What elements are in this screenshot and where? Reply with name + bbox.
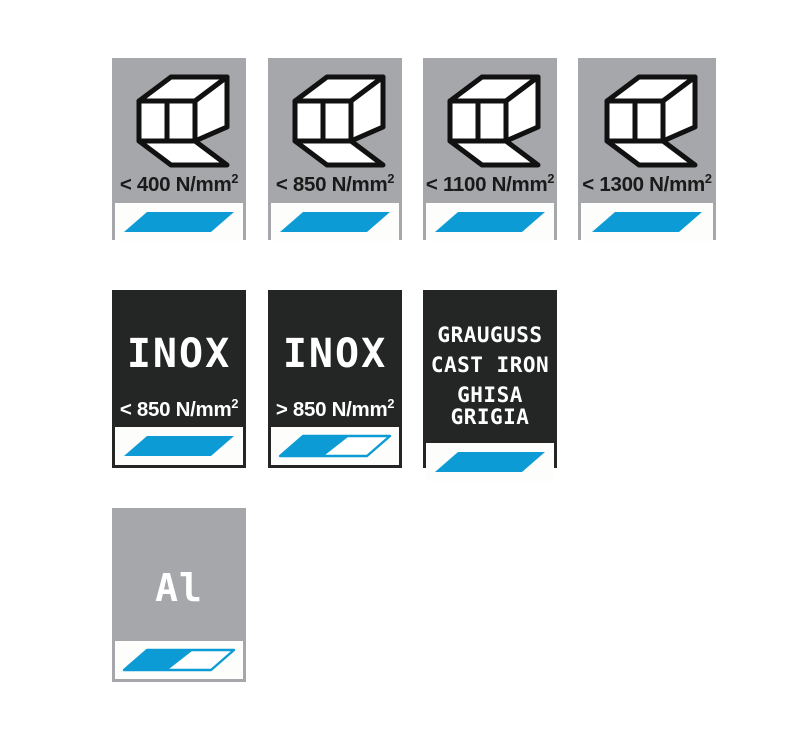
card-body: < 850 N/mm2	[271, 61, 399, 203]
strength-caption: < 1100 N/mm2	[425, 171, 555, 196]
material-label: INOX	[126, 331, 232, 377]
parallelogram-full-icon	[280, 211, 390, 232]
material-label-group: GRAUGUSS CAST IRON GHISA GRIGIA	[426, 319, 554, 436]
indicator-strip	[426, 443, 554, 482]
indicator-strip	[581, 202, 713, 241]
material-label-it: GHISA GRIGIA	[450, 383, 530, 430]
material-label: Al	[155, 566, 203, 610]
card-steel-850[interactable]: < 850 N/mm2	[268, 58, 402, 241]
parallelogram-full-icon	[592, 211, 702, 232]
card-inox-gt-850[interactable]: INOX > 850 N/mm2	[268, 290, 402, 468]
card-body: < 400 N/mm2	[115, 61, 243, 203]
indicator-strip	[115, 202, 243, 241]
indicator-strip	[426, 202, 554, 241]
i-beam-icon	[581, 67, 713, 175]
material-label-de: GRAUGUSS	[437, 323, 543, 347]
i-beam-icon	[426, 67, 554, 175]
card-cast-iron[interactable]: GRAUGUSS CAST IRON GHISA GRIGIA	[423, 290, 557, 482]
i-beam-icon	[115, 67, 243, 175]
card-body: GRAUGUSS CAST IRON GHISA GRIGIA	[426, 293, 554, 443]
indicator-strip	[115, 427, 243, 465]
card-body: INOX > 850 N/mm2	[271, 293, 399, 427]
card-inox-lt-850[interactable]: INOX < 850 N/mm2	[112, 290, 246, 468]
card-body: < 1300 N/mm2	[581, 61, 713, 203]
indicator-strip	[271, 202, 399, 241]
card-steel-400[interactable]: < 400 N/mm2	[112, 58, 246, 241]
indicator-strip	[115, 641, 243, 679]
strength-caption: > 850 N/mm2	[275, 395, 395, 421]
strength-caption: < 400 N/mm2	[119, 171, 239, 196]
card-body: Al	[115, 511, 243, 641]
parallelogram-full-icon	[435, 452, 545, 473]
card-steel-1300[interactable]: < 1300 N/mm2	[578, 58, 716, 241]
strength-caption: < 850 N/mm2	[275, 171, 395, 196]
strength-caption: < 1300 N/mm2	[582, 171, 712, 196]
material-label: INOX	[282, 331, 388, 377]
parallelogram-half-icon	[122, 648, 236, 672]
parallelogram-half-icon	[278, 434, 392, 458]
material-label-en: CAST IRON	[430, 353, 550, 378]
parallelogram-full-icon	[435, 211, 545, 232]
card-body: INOX < 850 N/mm2	[115, 293, 243, 427]
indicator-strip	[271, 427, 399, 465]
card-body: < 1100 N/mm2	[426, 61, 554, 203]
card-aluminium[interactable]: Al	[112, 508, 246, 682]
i-beam-icon	[271, 67, 399, 175]
strength-caption: < 850 N/mm2	[119, 395, 239, 421]
card-steel-1100[interactable]: < 1100 N/mm2	[423, 58, 557, 241]
parallelogram-full-icon	[124, 211, 234, 232]
parallelogram-full-icon	[124, 436, 234, 456]
